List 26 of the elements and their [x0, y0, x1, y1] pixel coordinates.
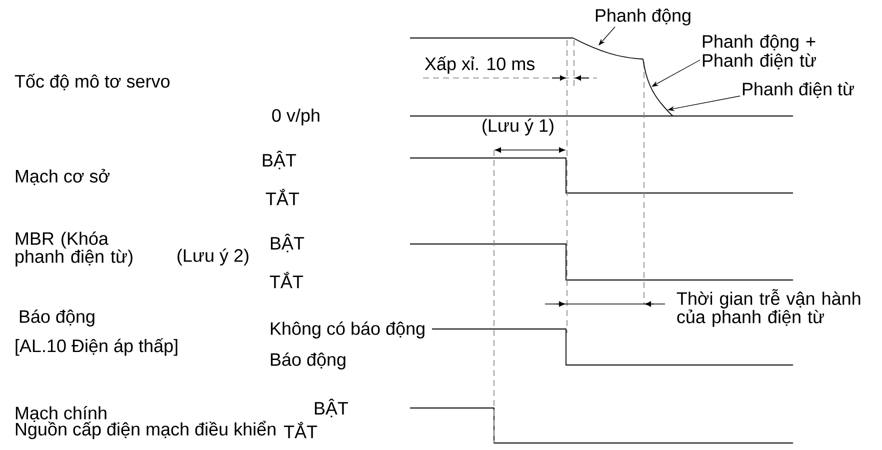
note-label: (Lưu ý 1): [482, 118, 554, 136]
state-label: Báo động: [270, 352, 346, 370]
callout-text: Phanh điện từ: [742, 82, 854, 98]
state-label: BẬT: [270, 234, 304, 252]
state-label: Không có báo động: [270, 322, 424, 338]
state-label: TẮT: [266, 188, 300, 206]
signal-label: Báo động: [20, 310, 94, 326]
speed-curve: [642, 58, 660, 102]
state-label: TẮT: [270, 272, 304, 288]
note-label: (Lưu ý 2): [178, 248, 248, 266]
signal-label: MBR (Khóa phanh điện từ): [16, 232, 132, 266]
dimension-label: Xấp xỉ. 10 ms: [424, 56, 535, 74]
signal-label: Nguồn cấp điện mạch điều khiển: [16, 420, 276, 440]
state-label: TẮT: [284, 422, 318, 438]
speed-curve: [660, 102, 674, 116]
signal-label: Mạch cơ sở: [16, 168, 110, 186]
signal-label: Tốc độ mô tơ servo: [14, 74, 170, 90]
speed-curve: [572, 38, 644, 60]
state-label: BẬT: [262, 150, 296, 170]
signal-label: Mạch chính: [16, 406, 106, 422]
dimension-label: Thời gian trễ vận hành của phanh điện từ: [676, 289, 860, 327]
callout-text: Phanh động: [596, 8, 690, 26]
callout-text: Phanh động + Phanh điện từ: [702, 34, 816, 70]
state-label: BẬT: [314, 398, 348, 418]
level-label: 0 v/ph: [272, 108, 320, 126]
signal-label: [AL.10 Điện áp thấp]: [16, 338, 178, 356]
